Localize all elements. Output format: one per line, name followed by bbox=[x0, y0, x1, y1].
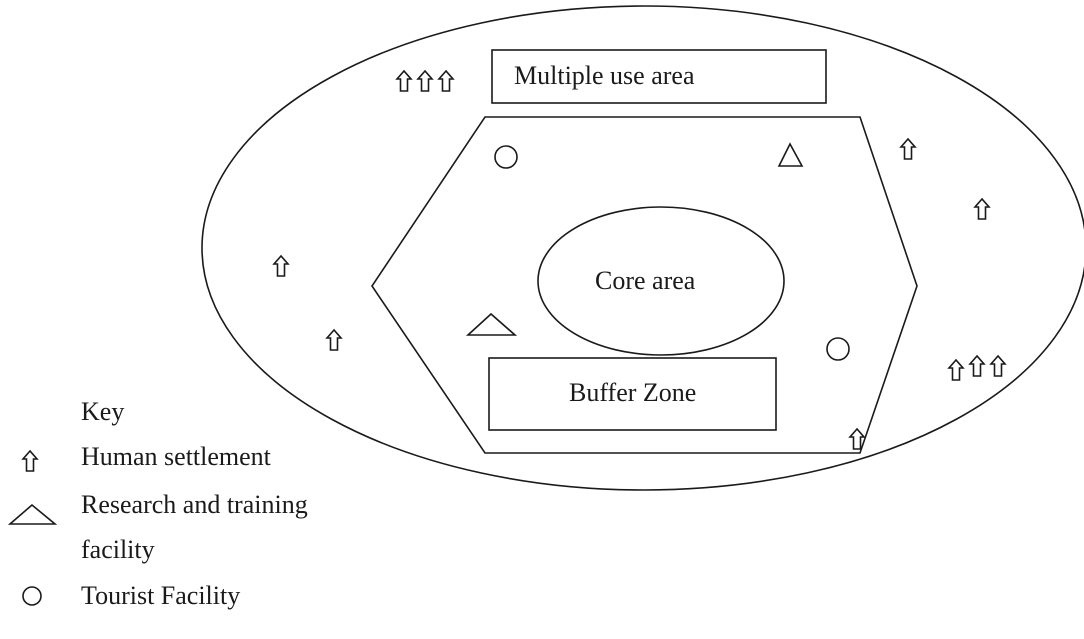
human-settlement-icon bbox=[900, 138, 916, 160]
human-settlement-icon bbox=[438, 70, 454, 92]
key-triangle-icon bbox=[7, 503, 58, 525]
human-settlement-icon bbox=[417, 70, 433, 92]
human-settlement-icon bbox=[273, 255, 289, 277]
buffer-zone-hexagon bbox=[371, 116, 918, 454]
human-settlement-icon bbox=[969, 355, 985, 377]
buffer-zone-label: Buffer Zone bbox=[569, 378, 697, 407]
buffer-zone-box bbox=[488, 357, 777, 431]
key-tourist-facility-label: Tourist Facility bbox=[81, 581, 241, 610]
tourist-facility-circle-icon bbox=[494, 145, 518, 169]
human-settlement-icon bbox=[948, 359, 964, 381]
key-research-label-cont: facility bbox=[81, 535, 155, 564]
multiple-use-area-box bbox=[491, 49, 827, 104]
human-settlement-icon bbox=[326, 329, 342, 351]
key-human-settlement-label: Human settlement bbox=[81, 442, 271, 471]
key-research-label: Research and training bbox=[81, 490, 308, 519]
multiple-use-area-ellipse bbox=[201, 5, 1084, 491]
core-area-ellipse bbox=[537, 206, 785, 356]
key-human-settlement-icon bbox=[22, 450, 38, 472]
core-area-label: Core area bbox=[595, 266, 696, 295]
human-settlement-icon bbox=[990, 355, 1006, 377]
key-title: Key bbox=[81, 397, 125, 426]
key-circle-icon bbox=[22, 586, 42, 606]
research-facility-triangle-icon bbox=[465, 312, 518, 336]
research-facility-triangle-icon bbox=[777, 142, 804, 167]
human-settlement-icon bbox=[974, 198, 990, 220]
multiple-use-area-label: Multiple use area bbox=[514, 61, 695, 90]
human-settlement-icon bbox=[396, 70, 412, 92]
tourist-facility-circle-icon bbox=[826, 337, 850, 361]
